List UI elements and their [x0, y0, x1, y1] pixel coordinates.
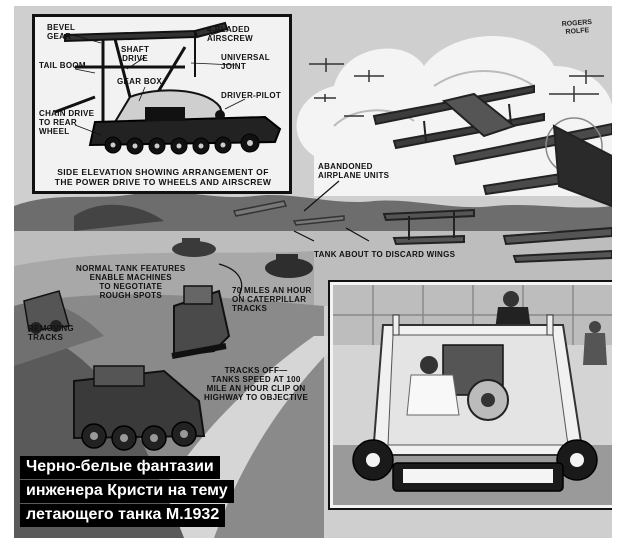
label-four-bladed-airscrew: 4-BLADED AIRSCREW: [207, 25, 253, 43]
artist-signature: ROGERS ROLFE: [561, 18, 593, 36]
label-shaft-drive: SHAFT DRIVE: [121, 45, 150, 63]
label-removing-tracks: REMOVING TRACKS: [28, 324, 74, 342]
diagram-caption: SIDE ELEVATION SHOWING ARRANGEMENT OF TH…: [54, 167, 272, 187]
label-abandoned-airplane-units: ABANDONED AIRPLANE UNITS: [318, 162, 390, 180]
workshop-photo-inset: [330, 282, 612, 508]
label-universal-joint: UNIVERSAL JOINT: [221, 53, 270, 71]
workshop-photo: [333, 285, 612, 505]
label-chain-drive: CHAIN DRIVE TO REAR WHEEL: [39, 109, 95, 136]
caption-line-3: летающего танка М.1932: [20, 504, 226, 527]
caption-overlay: Черно-белые фантазии инженера Кристи на …: [20, 456, 234, 528]
label-gear-box: GEAR BOX: [117, 77, 163, 86]
label-normal-tank-features: NORMAL TANK FEATURES ENABLE MACHINES TO …: [76, 264, 186, 300]
label-seventy-miles: 70 MILES AN HOUR ON CATERPILLAR TRACKS: [232, 286, 312, 313]
label-tank-discard-wings: TANK ABOUT TO DISCARD WINGS: [314, 250, 456, 259]
label-tail-boom: TAIL BOOM: [39, 61, 86, 70]
diagram-drawing: [35, 17, 289, 191]
caption-line-2: инженера Кристи на тему: [20, 480, 234, 503]
illustration-scene: BEVEL GEAR 4-BLADED AIRSCREW SHAFT DRIVE…: [14, 6, 612, 538]
label-driver-pilot: DRIVER-PILOT: [221, 91, 282, 100]
label-tracks-off: TRACKS OFF— TANKS SPEED AT 100 MILE AN H…: [204, 366, 309, 402]
caption-line-1: Черно-белые фантазии: [20, 456, 220, 479]
side-elevation-diagram: BEVEL GEAR 4-BLADED AIRSCREW SHAFT DRIVE…: [32, 14, 292, 194]
label-bevel-gear: BEVEL GEAR: [47, 23, 76, 41]
